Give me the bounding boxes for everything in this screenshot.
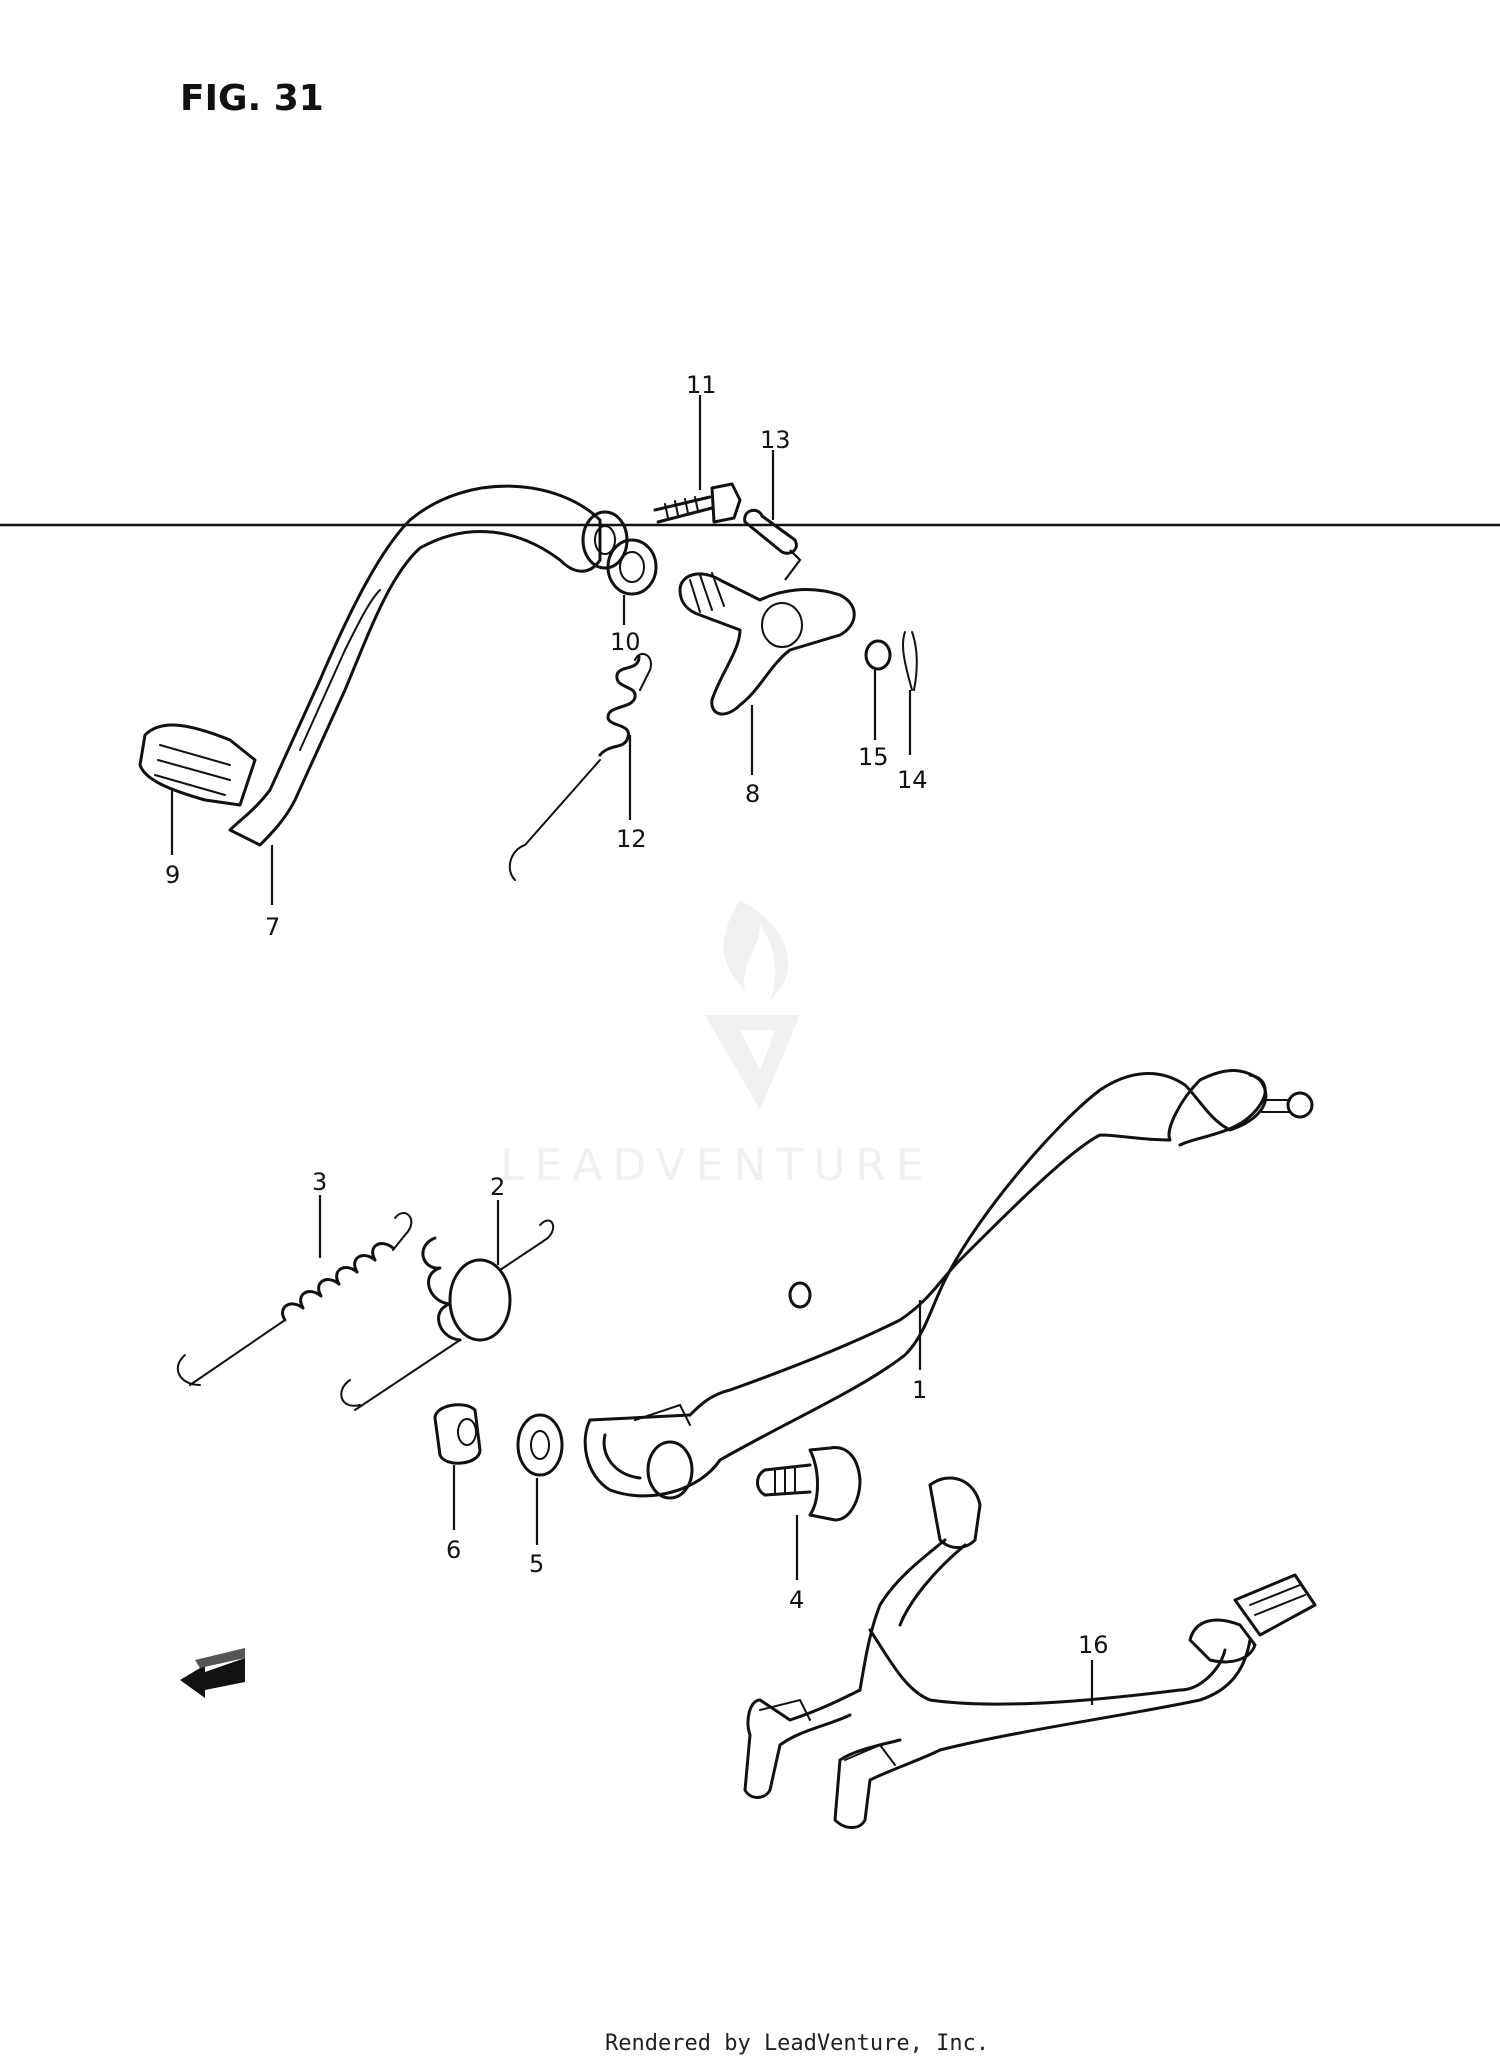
callout-9: 9 <box>165 861 180 889</box>
leader-lines <box>170 395 1094 1705</box>
callout-14: 14 <box>897 766 928 794</box>
callout-8: 8 <box>745 780 760 808</box>
callout-13: 13 <box>760 426 791 454</box>
washer-15 <box>864 639 892 671</box>
spring-3 <box>176 1212 413 1386</box>
callout-11: 11 <box>686 371 717 399</box>
callout-4: 4 <box>789 1586 804 1614</box>
callout-2: 2 <box>490 1173 505 1201</box>
callout-5: 5 <box>529 1550 544 1578</box>
callout-12: 12 <box>616 825 647 853</box>
cotter-pin-14 <box>902 631 918 691</box>
callout-10: 10 <box>610 628 641 656</box>
spacer-6 <box>433 1403 482 1465</box>
callout-15: 15 <box>858 743 889 771</box>
callout-6: 6 <box>446 1536 461 1564</box>
front-arrow-icon <box>180 1648 245 1698</box>
gear-shift-lever <box>228 484 629 847</box>
brake-pedal <box>583 1069 1314 1500</box>
callouts: 11 13 10 12 8 15 14 9 7 3 2 1 6 5 4 16 <box>165 371 1109 1659</box>
figure-title: FIG. 31 <box>180 78 324 119</box>
spring-12 <box>508 652 652 881</box>
center-stand <box>743 1476 1317 1829</box>
footer-credit: Rendered by LeadVenture, Inc. <box>605 2031 989 2056</box>
pivot-bolt-4 <box>756 1445 862 1522</box>
callout-3: 3 <box>312 1168 327 1196</box>
pin-13 <box>743 508 798 555</box>
watermark-text: LEADVENTURE <box>500 1140 934 1191</box>
washer-5 <box>516 1413 564 1477</box>
watermark-logo: LEADVENTURE <box>500 900 934 1191</box>
washer-10 <box>606 538 658 596</box>
callout-1: 1 <box>912 1376 927 1404</box>
bolt-11 <box>653 482 742 524</box>
callout-16: 16 <box>1078 1631 1109 1659</box>
shift-rubber <box>138 723 257 807</box>
shift-arm <box>678 572 856 716</box>
callout-7: 7 <box>265 913 280 941</box>
spring-2 <box>340 1219 555 1411</box>
